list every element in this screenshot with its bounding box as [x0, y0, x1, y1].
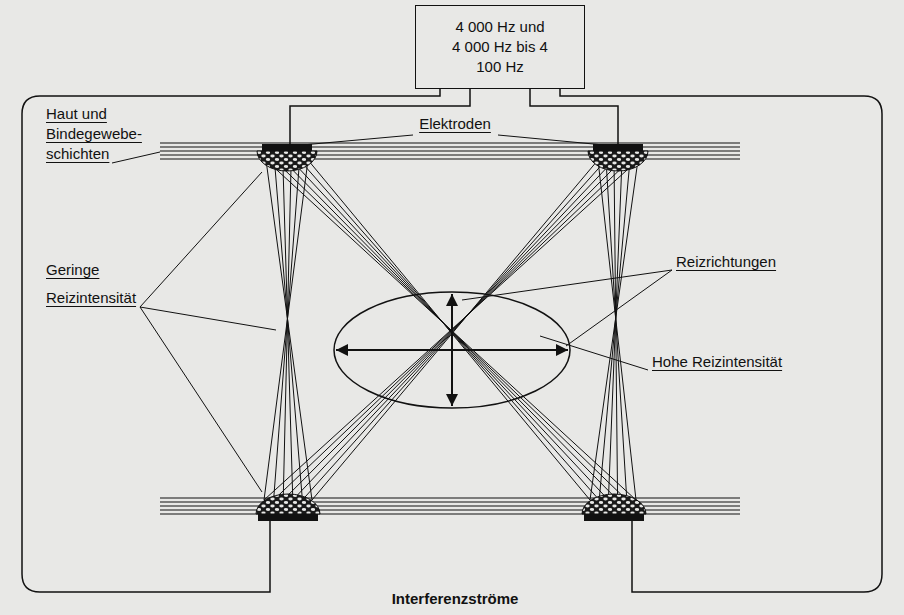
stimulation-zone	[334, 292, 570, 408]
wire	[530, 80, 618, 144]
current-line	[274, 160, 300, 500]
current-line	[264, 160, 638, 500]
current-line	[283, 160, 618, 500]
leader-line	[462, 270, 672, 300]
electrode	[584, 514, 644, 521]
current-line	[283, 160, 293, 500]
intensity-label: Hohe Reizintensität	[652, 352, 812, 372]
current-line	[293, 160, 614, 500]
current-line	[312, 160, 598, 500]
current-line	[302, 160, 606, 500]
current-line	[608, 160, 622, 500]
leader-line	[540, 336, 648, 370]
leader-line	[498, 135, 604, 145]
leader-line	[112, 152, 160, 163]
current-lines	[264, 160, 638, 500]
leader-line	[566, 270, 672, 346]
current-line	[308, 160, 590, 500]
tissue-layer	[160, 514, 740, 515]
tissue-layer	[160, 143, 740, 144]
electrode-contact	[256, 494, 320, 514]
electrode-contact	[257, 151, 317, 171]
current-line	[590, 160, 638, 500]
current-line	[300, 160, 600, 500]
current-line	[266, 160, 636, 500]
electrode-contact	[588, 151, 648, 171]
leader-line	[140, 307, 262, 492]
intensity-label: Geringe Reizintensität	[46, 256, 166, 312]
tissue-layer	[160, 506, 740, 507]
generator-box: 4 000 Hz und 4 000 Hz bis 4 100 Hz	[415, 5, 585, 89]
current-line	[291, 160, 608, 500]
current-line	[274, 160, 630, 500]
tissue-layer	[160, 502, 740, 503]
tissue-layer	[160, 151, 740, 152]
current-line	[266, 160, 312, 500]
electrode	[258, 514, 318, 521]
current-line	[264, 160, 308, 500]
wire	[560, 80, 882, 592]
part-label: Elektroden	[419, 114, 491, 134]
electrode-contact	[582, 494, 646, 514]
tissue-layer	[160, 159, 740, 160]
current-line	[283, 160, 622, 500]
wire	[290, 80, 470, 144]
leader-line	[140, 307, 276, 330]
tissue-layer	[160, 147, 740, 148]
leader-line	[302, 135, 413, 145]
layer-label: Haut und Bindegewebe- schichten	[46, 104, 158, 164]
direction-arrow	[336, 349, 568, 351]
frequency-text: 4 000 Hz und 4 000 Hz bis 4 100 Hz	[452, 17, 548, 77]
leader-line	[140, 172, 262, 307]
tissue-layer	[160, 510, 740, 511]
current-line	[599, 160, 630, 500]
current-line	[606, 160, 627, 500]
caption: Interferenzströme	[392, 589, 519, 609]
current-line	[283, 160, 291, 500]
current-line	[274, 160, 302, 500]
tissue-layer	[160, 155, 740, 156]
wire	[22, 80, 440, 592]
direction-label: Reizrichtungen	[676, 252, 800, 272]
tissue-layer	[160, 498, 740, 499]
